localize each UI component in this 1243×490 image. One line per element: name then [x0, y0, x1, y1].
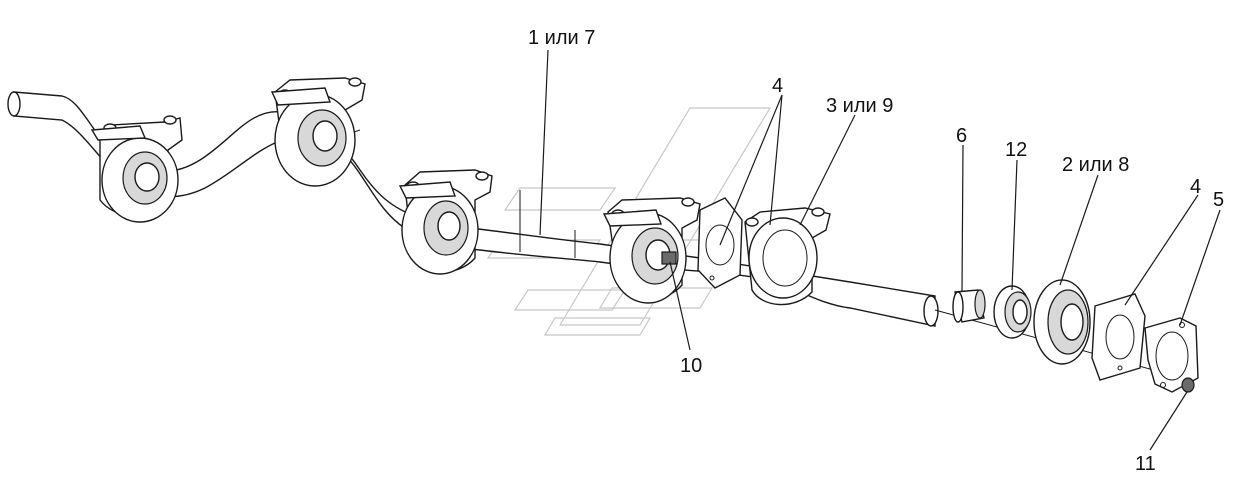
- bracket-3-or-9: [744, 207, 831, 306]
- gasket-4-upper: [697, 197, 743, 289]
- callout-1-or-7: 1 или 7: [528, 27, 595, 49]
- housing-2-or-8: [1033, 279, 1091, 365]
- bracket-assembly-2: [270, 77, 366, 187]
- nut-11: [1181, 377, 1195, 393]
- bracket-assembly-1: [90, 115, 183, 223]
- callout-2-or-8: 2 или 8: [1062, 154, 1129, 176]
- callout-10: 10: [680, 355, 702, 377]
- bearing-12: [993, 285, 1032, 339]
- callout-11: 11: [1135, 453, 1156, 475]
- callout-3-or-9: 3 или 9: [826, 95, 893, 117]
- callout-labels: 1 или 7 4 3 или 9 6 12 2 или 8 4 5 10 11: [528, 27, 1224, 475]
- leader-lines: [539, 49, 1221, 451]
- callout-12: 12: [1005, 139, 1027, 161]
- callout-6: 6: [956, 125, 967, 147]
- callout-5: 5: [1213, 189, 1224, 211]
- bushing-6: [952, 289, 986, 323]
- callout-4-lower: 4: [1190, 176, 1201, 198]
- bracket-assembly-3: [398, 169, 493, 275]
- gasket-4-lower: [1091, 293, 1146, 381]
- bracket-assembly-4: [602, 197, 701, 304]
- callout-4-upper: 4: [772, 75, 783, 97]
